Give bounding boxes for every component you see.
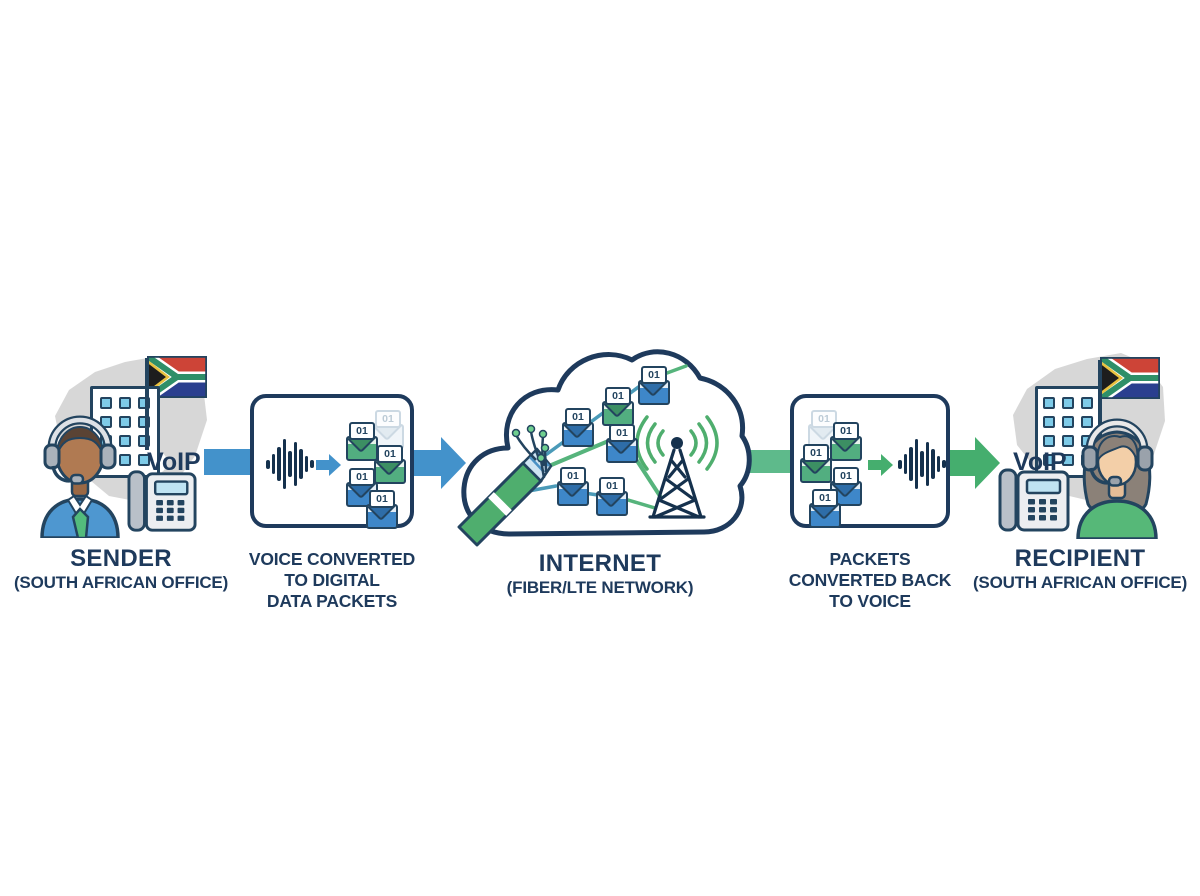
waveform-icon	[266, 438, 314, 490]
data-packet-blue: 01	[366, 490, 398, 529]
decoder-box: 01 01 01 01 01	[790, 394, 950, 528]
sender-avatar	[40, 415, 120, 538]
flag-pole	[145, 358, 149, 450]
internet-subtitle: (FIBER/LTE NETWORK)	[506, 578, 694, 597]
building-window	[1043, 435, 1055, 447]
building-window	[119, 454, 131, 466]
internet-cloud	[457, 349, 752, 547]
sender-caption: SENDER (SOUTH AFRICAN OFFICE)	[5, 546, 237, 593]
voip-label-sender: VoIP	[147, 448, 201, 476]
recipient-avatar	[1076, 418, 1158, 539]
voip-phone-icon-sender	[127, 470, 197, 532]
building-window	[119, 416, 131, 428]
decoder-caption: PACKETS CONVERTED BACK TO VOICE	[788, 549, 952, 611]
building-window	[1081, 397, 1093, 409]
cell-tower-icon	[635, 415, 719, 519]
building-window	[1043, 454, 1055, 466]
encoder-caption: VOICE CONVERTED TO DIGITAL DATA PACKETS	[248, 549, 416, 611]
sender-title: SENDER	[70, 545, 172, 572]
building-window	[119, 397, 131, 409]
flag-pole	[1098, 360, 1102, 450]
building-window	[119, 435, 131, 447]
building-window	[1062, 454, 1074, 466]
data-packet-green: 01	[346, 422, 378, 461]
internet-caption: INTERNET (FIBER/LTE NETWORK)	[490, 551, 710, 598]
data-packet-blue: 01	[809, 489, 841, 528]
building-window	[100, 397, 112, 409]
data-packet-green: 01	[374, 445, 406, 484]
south-africa-flag-icon	[1100, 357, 1160, 399]
arrow-decoder-to-recipient	[950, 437, 1000, 489]
arrow-right-icon-blue	[316, 454, 341, 476]
building-window	[100, 416, 112, 428]
building-window	[1043, 397, 1055, 409]
recipient-caption: RECIPIENT (SOUTH AFRICAN OFFICE)	[962, 546, 1198, 593]
internet-title: INTERNET	[538, 550, 662, 577]
data-packet-green: 01	[602, 387, 634, 426]
data-packet-blue: 01	[557, 467, 589, 506]
signal-waves-icon	[635, 415, 719, 471]
building-window	[1043, 416, 1055, 428]
building-window	[1062, 416, 1074, 428]
sender-subtitle: (SOUTH AFRICAN OFFICE)	[13, 573, 229, 592]
arrow-right-icon-green	[868, 454, 893, 476]
recipient-title: RECIPIENT	[1014, 545, 1146, 572]
voip-phone-icon-recipient	[998, 468, 1070, 532]
building-window	[1062, 435, 1074, 447]
data-packet-green: 01	[800, 444, 832, 483]
data-packet-blue: 01	[638, 366, 670, 405]
recipient-group: VoIP	[965, 330, 1177, 542]
south-africa-flag-icon	[147, 356, 207, 398]
connector-sender-to-encoder	[204, 449, 252, 475]
building-window	[1062, 397, 1074, 409]
sender-group: VoIP	[35, 330, 245, 542]
recipient-subtitle: (SOUTH AFRICAN OFFICE)	[972, 573, 1188, 592]
waveform-icon	[898, 438, 946, 490]
data-packet-blue: 01	[562, 408, 594, 447]
connector-internet-to-decoder	[740, 450, 792, 473]
arrow-encoder-to-internet	[414, 437, 466, 489]
data-packet-green: 01	[830, 422, 862, 461]
data-packet-faded: 01	[808, 410, 840, 449]
encoder-box: 01 01 01 01 01	[250, 394, 414, 529]
data-packet-blue: 01	[606, 424, 638, 463]
building-window	[1081, 416, 1093, 428]
building-window	[138, 454, 150, 466]
data-packet-blue: 01	[596, 477, 628, 516]
fiber-cable-icon	[457, 424, 553, 547]
